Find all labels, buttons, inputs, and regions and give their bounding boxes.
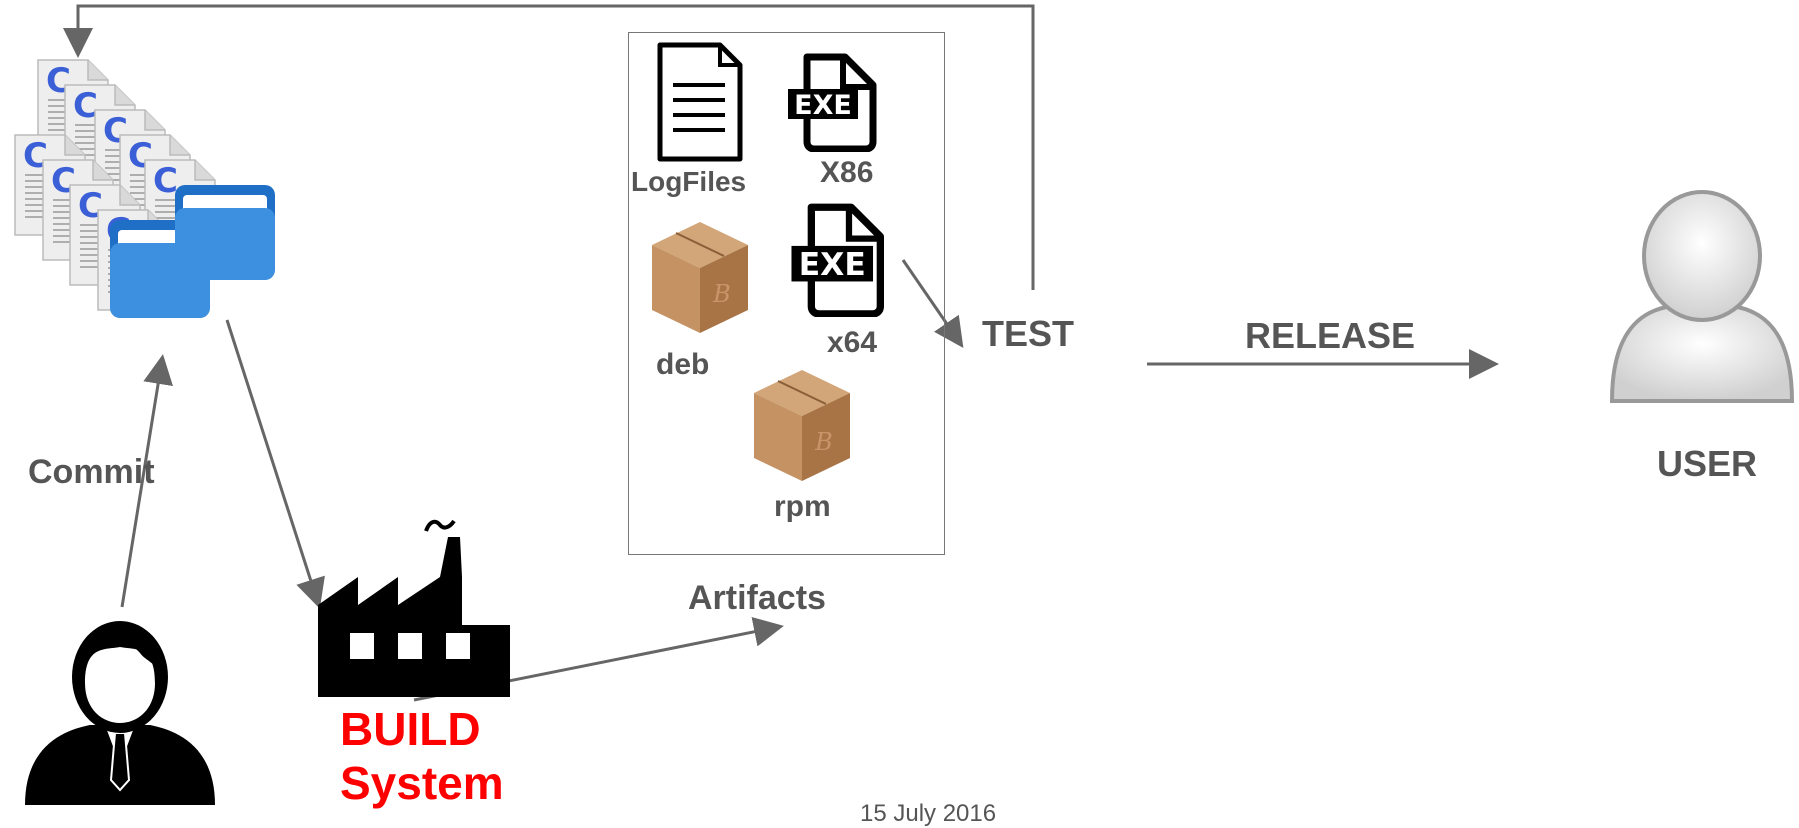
source-files-icon: C xyxy=(14,59,275,318)
commit-label: Commit xyxy=(28,453,155,491)
source-to-build-arrow xyxy=(225,319,325,609)
rpm-label: rpm xyxy=(774,490,831,523)
artifacts-label: Artifacts xyxy=(688,579,826,617)
exe-text: EXE xyxy=(799,247,866,283)
exe-x86-icon: EXE xyxy=(788,53,877,152)
logfiles-label: LogFiles xyxy=(631,166,747,197)
test-label: TEST xyxy=(982,313,1075,354)
developer-icon xyxy=(25,621,215,805)
x86-label: X86 xyxy=(820,156,874,189)
artifacts-box xyxy=(628,32,945,555)
deb-package-icon: B xyxy=(652,222,748,333)
build-label: BUILD xyxy=(340,703,481,755)
x64-label: x64 xyxy=(827,326,878,359)
rpm-package-icon: B xyxy=(754,370,850,481)
date-footer: 15 July 2016 xyxy=(860,800,997,827)
user-icon xyxy=(1609,190,1795,403)
exe-x64-icon: EXE xyxy=(791,203,884,317)
deb-label: deb xyxy=(656,348,710,381)
commit-arrow xyxy=(120,354,173,608)
exe-text: EXE xyxy=(794,90,852,121)
factory-icon xyxy=(318,519,510,697)
log-file-icon xyxy=(657,42,743,162)
feedback-arrow xyxy=(63,4,1035,290)
package-letter: B xyxy=(814,428,833,456)
artifacts-to-test-arrow xyxy=(901,259,964,348)
package-letter: B xyxy=(712,280,731,308)
build-system-label: System xyxy=(340,757,504,809)
release-label: RELEASE xyxy=(1245,315,1416,356)
user-label: USER xyxy=(1657,443,1758,484)
